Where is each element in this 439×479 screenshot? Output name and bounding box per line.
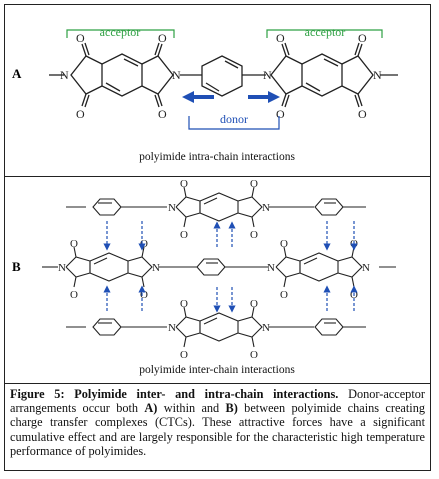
atom-n: N xyxy=(373,68,382,82)
acceptor-label-left: acceptor xyxy=(100,25,141,39)
atom-n: N xyxy=(152,262,160,274)
caption-label-b: B) xyxy=(225,401,238,416)
atom-o: O xyxy=(250,178,258,190)
atom-n: N xyxy=(60,68,69,82)
left-acceptor-atoms: O O O O N N xyxy=(60,31,181,121)
top-chain-atoms: O O O O N N xyxy=(168,178,270,241)
atom-n: N xyxy=(262,202,270,214)
right-acceptor-molecule xyxy=(270,42,398,108)
panel-b: B O O O O N N xyxy=(4,176,431,384)
panel-b-caption: polyimide inter-chain interactions xyxy=(139,364,295,376)
atom-o: O xyxy=(140,289,148,301)
atom-o: O xyxy=(70,289,78,301)
atom-n: N xyxy=(262,322,270,334)
caption-label-a: A) xyxy=(144,401,158,416)
panel-b-drawing: B O O O O N N xyxy=(12,178,396,376)
bottom-chain-atoms: O O O O N N xyxy=(168,298,270,361)
atom-n: N xyxy=(267,262,275,274)
donor-arrow-left xyxy=(182,91,214,103)
atom-o: O xyxy=(158,107,167,121)
atom-o: O xyxy=(158,31,167,45)
top-chain xyxy=(66,186,366,228)
atom-o: O xyxy=(70,238,78,250)
figure-caption: Figure 5: Polyimide inter- and intra-cha… xyxy=(4,383,431,471)
atom-o: O xyxy=(276,107,285,121)
atom-o: O xyxy=(180,349,188,361)
atom-o: O xyxy=(358,107,367,121)
atom-o: O xyxy=(250,229,258,241)
caption-text-3: between polyimide chains creating charge… xyxy=(10,401,425,458)
atom-o: O xyxy=(276,31,285,45)
panel-a-caption: polyimide intra-chain interactions xyxy=(139,151,295,163)
atom-n: N xyxy=(362,262,370,274)
middle-chain xyxy=(42,246,396,288)
bottom-chain xyxy=(66,306,366,348)
left-acceptor-molecule xyxy=(49,42,202,108)
right-acceptor-atoms: O O O O N N xyxy=(263,31,382,121)
figure-label: Figure 5: xyxy=(10,387,65,401)
donor-label: donor xyxy=(220,112,248,126)
atom-o: O xyxy=(250,298,258,310)
acceptor-bracket-right xyxy=(266,29,383,38)
middle-chain-atoms: O O O O O O O O N N N N xyxy=(58,238,370,301)
atom-o: O xyxy=(358,31,367,45)
figure-frame xyxy=(4,4,431,471)
atom-o: O xyxy=(76,107,85,121)
donor-bracket xyxy=(188,116,280,130)
atom-n: N xyxy=(172,68,181,82)
atom-n: N xyxy=(168,322,176,334)
figure-title: Polyimide inter- and intra-chain interac… xyxy=(74,387,339,401)
atom-n: N xyxy=(58,262,66,274)
acceptor-label-right: acceptor xyxy=(305,25,346,39)
atom-o: O xyxy=(280,238,288,250)
donor-arrow-right xyxy=(248,91,280,103)
panel-a-drawing: A acceptor acceptor xyxy=(12,25,398,163)
acceptor-bracket-left xyxy=(66,29,175,38)
atom-n: N xyxy=(263,68,272,82)
atom-o: O xyxy=(140,238,148,250)
panel-a: A acceptor acceptor xyxy=(4,4,431,174)
donor-phenyl xyxy=(201,55,266,97)
atom-o: O xyxy=(180,178,188,190)
atom-o: O xyxy=(280,289,288,301)
atom-n: N xyxy=(168,202,176,214)
caption-text-2: within and xyxy=(163,401,220,416)
panel-a-letter: A xyxy=(12,66,22,81)
atom-o: O xyxy=(180,229,188,241)
panel-b-letter: B xyxy=(12,259,21,274)
caption-text-1: Donor-acceptor arrangements occur both xyxy=(10,387,425,416)
atom-o: O xyxy=(250,349,258,361)
atom-o: O xyxy=(76,31,85,45)
interchain-arrows xyxy=(103,221,358,313)
atom-o: O xyxy=(180,298,188,310)
